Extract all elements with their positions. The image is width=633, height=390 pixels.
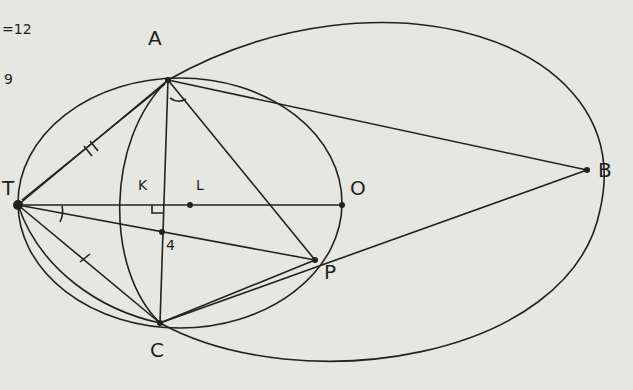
point-label: C (150, 340, 164, 360)
point-label: O (350, 178, 366, 198)
tick-mark (90, 141, 98, 151)
segment-tp (18, 205, 315, 260)
segment-tc (18, 205, 160, 323)
segment-cp (160, 260, 315, 323)
point-label: B (598, 160, 612, 180)
segment-cb (160, 170, 587, 323)
point (187, 202, 193, 208)
point (165, 77, 171, 83)
right-angle (152, 205, 163, 213)
point-label: K (138, 178, 147, 192)
point (13, 200, 23, 210)
segment-to (18, 204, 342, 206)
point (157, 320, 163, 326)
point-label: L (196, 178, 204, 192)
arc-tc (18, 205, 160, 323)
point-label: A (148, 28, 162, 48)
angle-mark (60, 206, 63, 222)
point-label: T (2, 178, 14, 198)
tick-mark (80, 254, 90, 262)
segment-ta (18, 80, 168, 205)
small-circle (18, 78, 342, 328)
point-label: P (324, 262, 336, 282)
big-circle (160, 23, 604, 362)
point (312, 257, 318, 263)
tick-mark (84, 146, 92, 156)
point-label: =12 (2, 22, 32, 36)
arc-ac (120, 80, 168, 323)
point-label: 9 (4, 72, 13, 86)
point (159, 229, 165, 235)
point (584, 167, 590, 173)
segment-ac (160, 80, 168, 323)
angle-mark (170, 98, 186, 101)
point (339, 202, 345, 208)
segment-ta-double (22, 84, 165, 200)
point-label: 4 (166, 238, 175, 252)
segment-ap (168, 80, 315, 260)
